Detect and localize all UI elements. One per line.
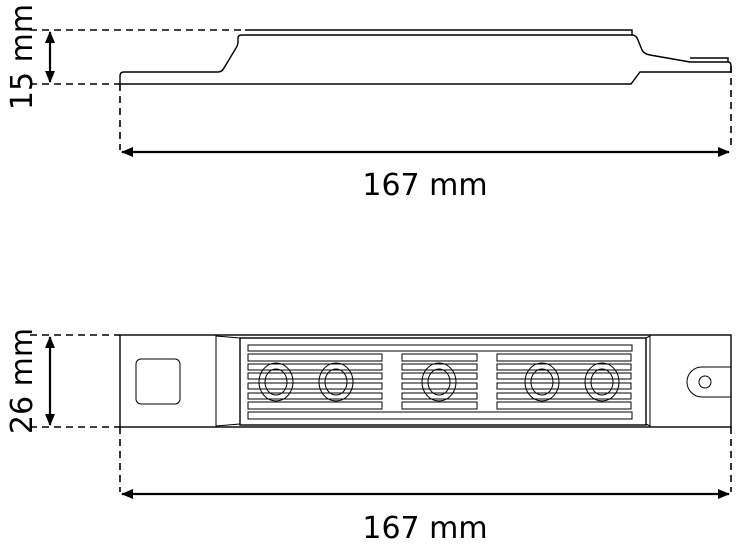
grille-bar <box>247 372 383 380</box>
grille-bar <box>496 382 632 390</box>
led-lens <box>530 368 554 396</box>
width-label: 26 mm <box>5 328 40 434</box>
grille-bar <box>401 372 478 380</box>
grille-bar <box>496 372 632 380</box>
mounting-hole <box>698 375 712 389</box>
led-lens <box>590 368 614 396</box>
top-plate <box>245 29 633 35</box>
grille-bar <box>247 411 633 420</box>
mounting-pad <box>135 358 181 405</box>
grille-bar <box>247 353 383 362</box>
grille-bar <box>247 382 383 390</box>
grille-bar <box>247 392 383 400</box>
grille-bar <box>247 344 633 352</box>
grille-bar <box>247 363 383 371</box>
mounting-tab <box>686 366 731 398</box>
grille-bar <box>401 401 478 410</box>
led-ring <box>524 362 560 402</box>
length-label: 167 mm <box>362 511 487 546</box>
grille-bar <box>496 401 632 410</box>
grille-bar <box>496 363 632 371</box>
length-label: 167 mm <box>362 168 487 203</box>
taper-lines <box>215 335 651 427</box>
led-ring <box>584 362 620 402</box>
grille-bar <box>401 382 478 390</box>
grille-bar <box>496 392 632 400</box>
led-ring <box>318 362 354 402</box>
side-view: 167 mm 15 mm <box>5 4 732 203</box>
led-lens <box>324 368 348 396</box>
led-lens <box>427 368 451 396</box>
led-ring <box>421 362 457 402</box>
side-tab <box>690 57 729 62</box>
section-dividers <box>215 335 651 427</box>
grille-bar <box>401 392 478 400</box>
housing-outline <box>119 334 732 428</box>
top-view: 167 mm 26 mm <box>5 328 732 546</box>
height-label: 15 mm <box>5 4 40 110</box>
grille-bar <box>247 401 383 410</box>
led-grille <box>247 344 633 420</box>
led-lens <box>264 368 288 396</box>
side-profile <box>119 34 732 85</box>
grille-bar <box>401 353 478 362</box>
grille-bar <box>401 363 478 371</box>
grille-bar <box>496 353 632 362</box>
grille-frame <box>239 337 647 426</box>
led-ring <box>258 362 294 402</box>
